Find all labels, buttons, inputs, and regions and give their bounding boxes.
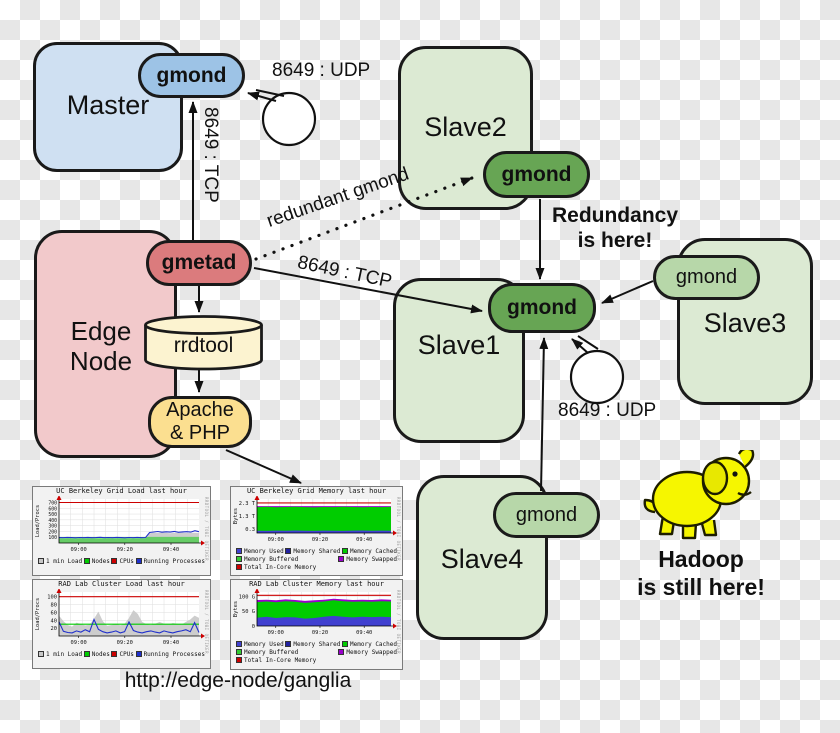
slave4-label: Slave4 — [440, 544, 524, 574]
udp-loop-slave1 — [569, 349, 625, 405]
ganglia-url-label: http://edge-node/ganglia — [124, 669, 352, 692]
svg-text:Bytes: Bytes — [233, 508, 239, 524]
rrdtool-label: rrdtool — [173, 334, 234, 357]
svg-text:80: 80 — [51, 603, 58, 609]
udp-loop-master — [261, 91, 317, 147]
svg-text:400: 400 — [48, 518, 57, 524]
svg-text:09:20: 09:20 — [117, 640, 133, 646]
arrow-udp-loop-to-slave1-gmond — [571, 338, 589, 354]
svg-text:09:20: 09:20 — [117, 547, 133, 553]
svg-text:09:40: 09:40 — [356, 537, 372, 543]
rrdtool-watermark: RRDTOOL / TOBI OETIKER — [204, 590, 209, 654]
svg-text:600: 600 — [48, 506, 57, 512]
svg-text:09:40: 09:40 — [163, 547, 179, 553]
master-label: Master — [66, 90, 150, 120]
svg-text:09:40: 09:40 — [356, 630, 372, 636]
svg-text:20: 20 — [51, 626, 58, 632]
slave4-gmond-label: gmond — [515, 503, 578, 526]
gmetad-pill: gmetad — [146, 240, 252, 286]
hadoop-elephant-icon — [643, 450, 755, 540]
apache-label-line2: & PHP — [169, 422, 231, 444]
chart-title: RAD Lab Cluster Load last hour — [58, 580, 185, 588]
chart-title: RAD Lab Cluster Memory last hour — [249, 580, 384, 588]
apache-php-pill: Apache & PHP — [148, 396, 252, 448]
tcp-port-label-slave: 8649 : TCP — [295, 252, 394, 293]
svg-text:09:40: 09:40 — [163, 640, 179, 646]
arrow-slave3-to-slave1-gmond — [601, 280, 654, 304]
tcp-port-label-master: 8649 : TCP — [200, 107, 221, 203]
rrdtool-watermark: RRDTOOL / TOBI OETIKER — [396, 590, 401, 654]
svg-text:40: 40 — [51, 618, 58, 624]
svg-text:09:20: 09:20 — [312, 630, 328, 636]
slave1-gmond-label: gmond — [507, 296, 577, 319]
svg-text:50 G: 50 G — [242, 609, 255, 615]
rrdtool-node: rrdtool — [143, 314, 264, 372]
udp-port-label-slave: 8649 : UDP — [558, 400, 657, 421]
svg-text:2.3 T: 2.3 T — [239, 501, 256, 507]
svg-text:09:00: 09:00 — [70, 640, 86, 646]
svg-text:100 G: 100 G — [239, 594, 255, 600]
ganglia-chart-berkeley-memory: UC Berkeley Grid Memory last hour 0.3 1.3… — [230, 486, 403, 576]
svg-text:09:00: 09:00 — [268, 537, 284, 543]
master-gmond-pill: gmond — [138, 53, 245, 98]
chart-title: UC Berkeley Grid Load last hour — [56, 487, 187, 495]
rrdtool-cylinder-icon — [144, 315, 263, 371]
svg-text:100: 100 — [47, 595, 57, 601]
arrow-slave4-to-slave1-gmond — [539, 337, 549, 492]
slave3-label: Slave3 — [703, 308, 787, 338]
svg-text:200: 200 — [48, 529, 57, 535]
svg-text:0.3: 0.3 — [245, 527, 255, 533]
svg-text:1.3 T: 1.3 T — [239, 514, 256, 520]
svg-text:100: 100 — [48, 535, 57, 541]
rrdtool-watermark: RRDTOOL / TOBI OETIKER — [396, 497, 401, 561]
slave2-label: Slave2 — [424, 112, 507, 142]
slave2-gmond-label: gmond — [501, 162, 572, 186]
svg-text:09:00: 09:00 — [268, 630, 284, 636]
slave1-gmond-pill: gmond — [488, 283, 596, 333]
svg-text:Load/Procs: Load/Procs — [35, 598, 41, 630]
chart-title: UC Berkeley Grid Memory last hour — [246, 487, 387, 495]
svg-text:300: 300 — [48, 524, 57, 530]
arrow-apache-to-charts — [225, 449, 302, 484]
master-gmond-label: gmond — [156, 63, 227, 87]
apache-label-line1: Apache — [166, 399, 234, 421]
svg-text:09:20: 09:20 — [312, 537, 328, 543]
svg-text:Load/Procs: Load/Procs — [35, 505, 41, 537]
svg-text:09:00: 09:00 — [70, 547, 86, 553]
rrdtool-watermark: RRDTOOL / TOBI OETIKER — [204, 497, 209, 561]
slave2-gmond-pill: gmond — [483, 151, 590, 198]
svg-text:Bytes: Bytes — [233, 601, 239, 617]
udp-port-label-master: 8649 : UDP — [272, 60, 371, 81]
slave4-gmond-pill: gmond — [493, 492, 600, 538]
gmetad-label: gmetad — [161, 251, 237, 274]
svg-text:0: 0 — [252, 624, 255, 630]
svg-text:700: 700 — [48, 500, 57, 506]
redundant-gmond-label: redundant gmond — [264, 163, 412, 232]
ganglia-chart-radlab-memory: RAD Lab Cluster Memory last hour 0 50 G 10… — [230, 579, 403, 670]
svg-text:60: 60 — [51, 610, 58, 616]
slave3-gmond-label: gmond — [675, 266, 738, 288]
slave3-gmond-pill: gmond — [653, 255, 760, 300]
arrow-udp-loop-to-master-gmond — [247, 91, 277, 102]
slave1-label: Slave1 — [417, 330, 501, 360]
svg-text:500: 500 — [48, 512, 57, 518]
